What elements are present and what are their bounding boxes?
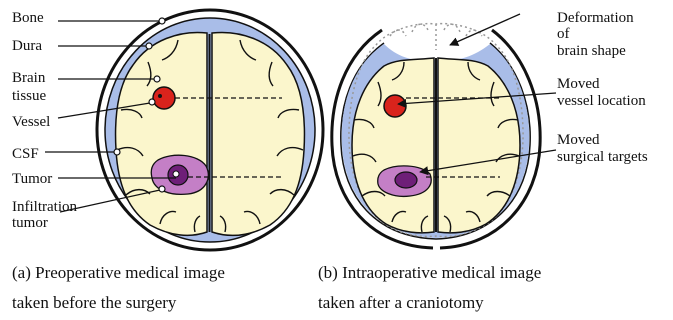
moved-vessel	[384, 95, 406, 117]
moved-tumor-core	[395, 172, 417, 188]
caption-a-line1: (a) Preoperative medical image	[12, 258, 225, 288]
label-deformation-line3: brain shape	[557, 43, 626, 59]
label-brain-line1: Brain	[12, 70, 46, 86]
panel-b-intraoperative: Deformation of brain shape Moved vessel …	[332, 10, 648, 248]
label-infiltration-line2: tumor	[12, 215, 48, 231]
label-infiltration-line1: Infiltration	[12, 199, 77, 215]
label-vessel: Vessel	[12, 114, 50, 130]
caption-panel-a: (a) Preoperative medical image taken bef…	[12, 258, 225, 318]
label-moved-targets-line1: Moved	[557, 132, 600, 148]
label-moved-vessel-line1: Moved	[557, 76, 600, 92]
label-csf: CSF	[12, 146, 39, 162]
caption-a-line2: taken before the surgery	[12, 288, 225, 318]
label-bone: Bone	[12, 10, 44, 26]
caption-panel-b: (b) Intraoperative medical image taken a…	[318, 258, 541, 318]
label-dura: Dura	[12, 38, 42, 54]
caption-b-line2: taken after a craniotomy	[318, 288, 541, 318]
label-moved-targets-line2: surgical targets	[557, 149, 648, 165]
vessel	[153, 87, 175, 109]
label-brain-line2: tissue	[12, 88, 47, 104]
label-deformation-line2: of	[557, 26, 570, 42]
panel-a-preoperative: Bone Dura Brain tissue Vessel CSF Tumor …	[12, 10, 323, 250]
arrow-deformation	[450, 14, 520, 45]
tumor-marker	[173, 171, 179, 177]
label-tumor: Tumor	[12, 171, 52, 187]
label-deformation-line1: Deformation	[557, 10, 634, 26]
label-moved-vessel-line2: vessel location	[557, 93, 646, 109]
caption-b-line1: (b) Intraoperative medical image	[318, 258, 541, 288]
vessel-marker	[158, 94, 162, 98]
